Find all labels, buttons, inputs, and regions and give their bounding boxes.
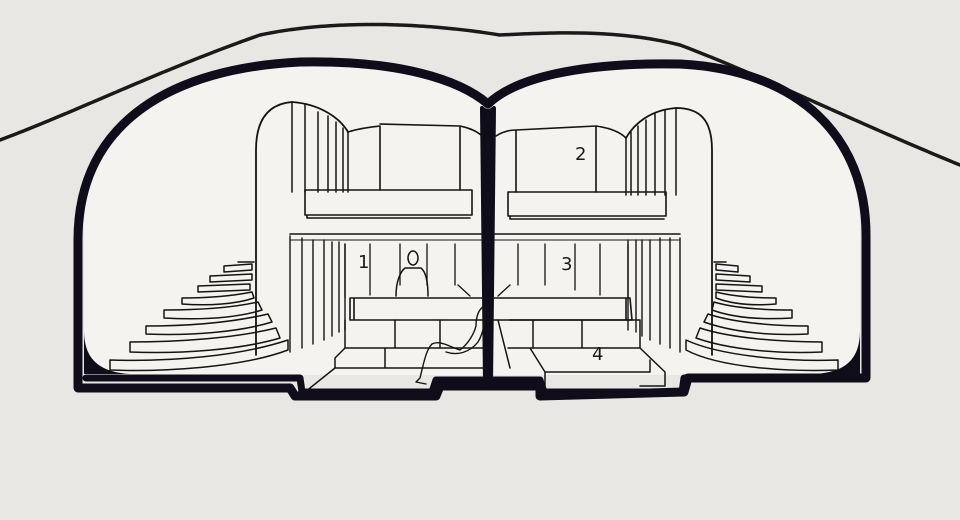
center-column	[480, 106, 496, 387]
left-tower-slats	[291, 101, 349, 193]
right-stairs	[685, 261, 839, 372]
upper-right-bench	[507, 191, 667, 220]
interior	[84, 65, 860, 376]
upper-left-bench	[304, 189, 473, 219]
floor-slab	[82, 374, 862, 396]
label-1: 1	[358, 252, 370, 273]
right-tower-slats	[625, 107, 677, 196]
label-2: 2	[575, 144, 587, 165]
right-lower-slats	[627, 237, 681, 353]
right-seating	[497, 319, 666, 389]
left-seating	[304, 319, 486, 393]
upper-right-wall	[495, 125, 627, 193]
label-4: 4	[592, 344, 604, 365]
right-back-panels	[517, 243, 629, 299]
floor-rounded-corner-right	[815, 330, 860, 374]
floor-rounded-corner-left	[84, 330, 130, 374]
left-lower-slats	[289, 235, 346, 353]
shell-wall	[73, 57, 871, 401]
left-stairs	[109, 261, 289, 372]
upper-left-wall	[347, 123, 483, 191]
standing-person	[395, 250, 429, 297]
label-3: 3	[561, 254, 573, 275]
seated-person	[415, 305, 486, 385]
left-back-panels	[344, 243, 456, 299]
